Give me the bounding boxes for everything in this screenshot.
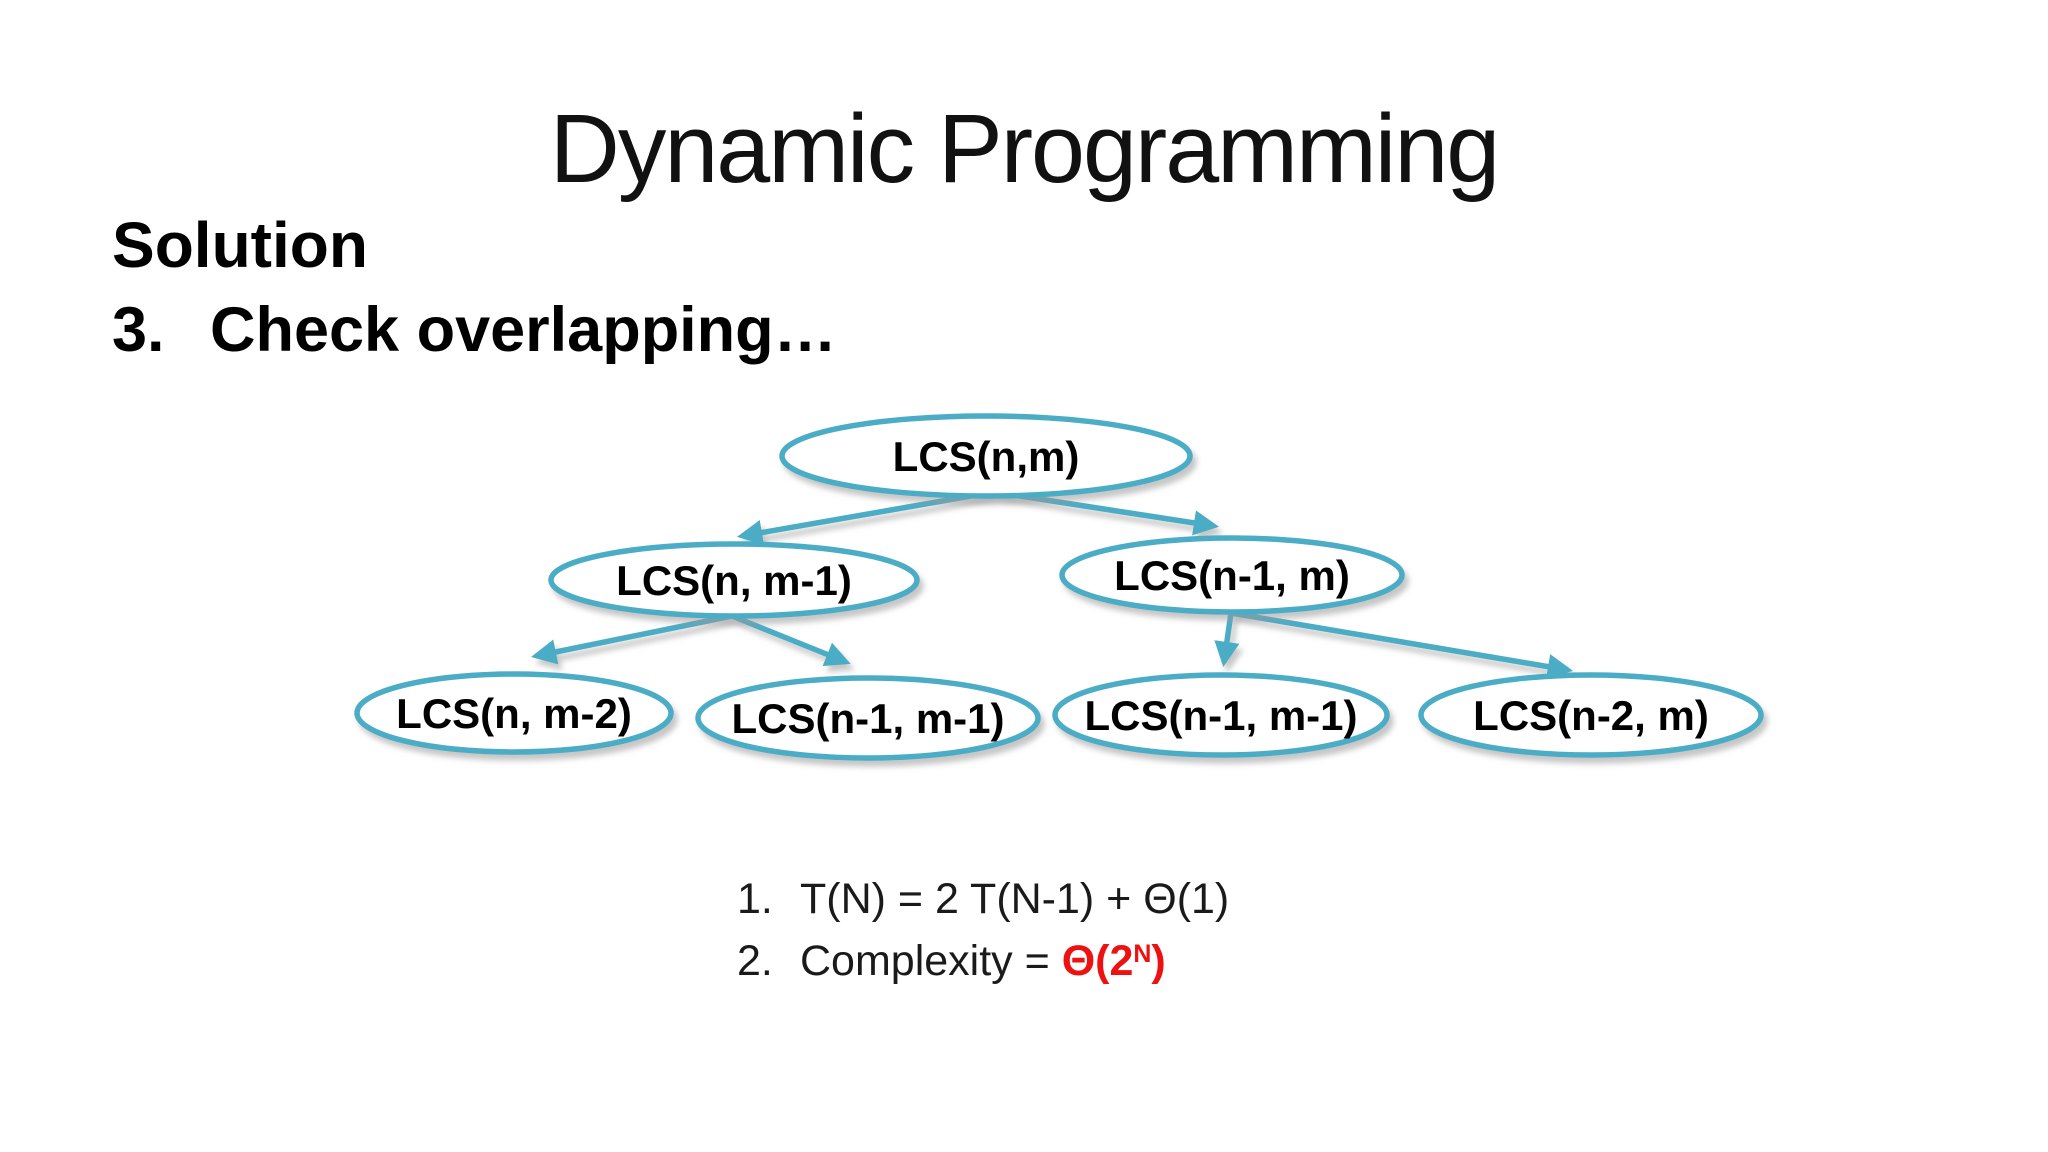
tree-node-label-root: LCS(n,m) [893,433,1080,480]
edge-l2-right-to-l3-3 [1214,612,1240,668]
tree-nodes [354,413,1764,761]
slide-title: Dynamic Programming [549,94,1500,203]
tree-node-ellipse-l3-4 [1418,672,1764,758]
tree-node-label-l3-3: LCS(n-1, m-1) [1085,692,1358,739]
tree-node-ellipse-root [779,413,1193,499]
equation-highlight-red: Θ(2N) [1062,937,1166,985]
edge-l2-right-to-l3-4 [1230,610,1573,680]
equation-prefix: Complexity = [800,937,1062,986]
tree-node-label-l3-1: LCS(n, m-2) [396,690,632,737]
tree-node-labels: LCS(n,m) LCS(n, m-1) LCS(n-1, m) LCS(n, … [396,433,1709,742]
highlight-close: ) [1151,937,1166,986]
highlight-superscript: N [1133,940,1152,969]
equation-text: Complexity = Θ(2N) [800,930,1166,992]
equation-number: 1. [737,875,773,923]
equation-text: T(N) = 2 T(N-1) + Θ(1) [800,875,1230,923]
highlight-base: Θ(2 [1061,937,1134,986]
equation-recurrence: 1. T(N) = 2 T(N-1) + Θ(1) [737,868,1229,930]
tree-node-label-l2-right: LCS(n-1, m) [1114,552,1350,599]
list-item-number: 3. [112,295,165,365]
complexity-equations: 1. T(N) = 2 T(N-1) + Θ(1) 2. Complexity … [737,868,1229,993]
tree-node-ellipse-l3-2 [695,675,1041,761]
list-item-text: Check overlapping… [210,295,837,365]
equation-complexity: 2. Complexity = Θ(2N) [737,930,1229,992]
edge-l2-left-to-l3-2 [730,613,851,667]
tree-node-ellipse-l2-right [1059,535,1405,615]
tree-node-ellipse-l3-3 [1052,672,1390,758]
list-item-check-overlapping: 3. Check overlapping… [112,295,837,365]
tree-node-label-l2-left: LCS(n, m-1) [616,557,852,604]
equation-number: 2. [737,937,773,986]
tree-node-ellipse-l2-left [548,541,920,619]
edge-l2-left-to-l3-1 [531,613,733,665]
tree-node-label-l3-4: LCS(n-2, m) [1473,692,1709,739]
tree-node-label-l3-2: LCS(n-1, m-1) [732,695,1005,742]
tree-node-ellipse-l3-1 [354,671,674,755]
section-heading: Solution [112,209,368,281]
edge-root-to-l2-left [737,489,995,545]
